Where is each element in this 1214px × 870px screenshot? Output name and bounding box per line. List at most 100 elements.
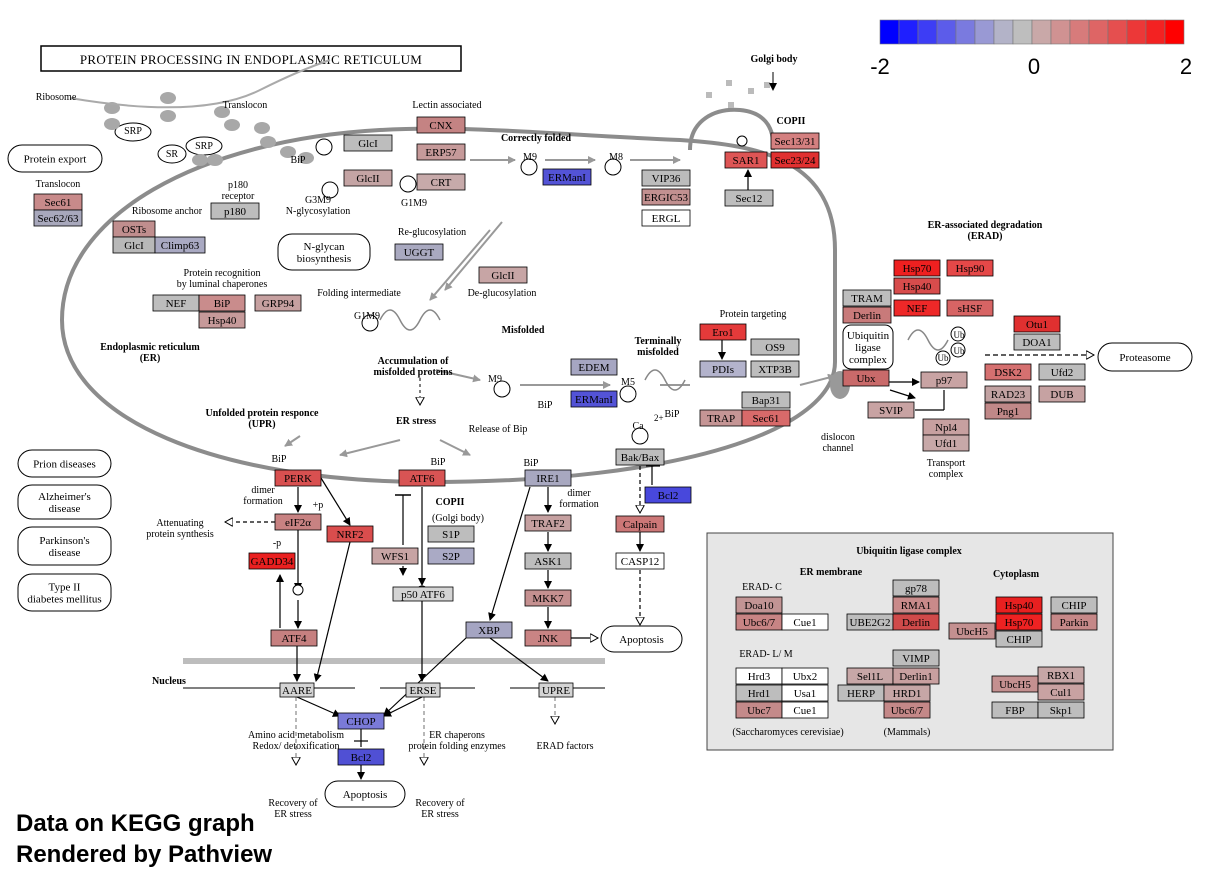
gene-doa10[interactable] (735, 596, 783, 614)
map-link-protein-export[interactable] (7, 144, 103, 173)
gene-chip[interactable] (995, 630, 1043, 648)
gene-ermani[interactable] (570, 390, 618, 408)
gene-sec13-31[interactable] (770, 132, 820, 150)
gene-glcii[interactable] (343, 169, 393, 187)
gene-hrd1[interactable] (883, 684, 931, 702)
gene-bak-bax[interactable] (615, 448, 665, 466)
gene-ire1[interactable] (524, 469, 572, 487)
gene-vip36[interactable] (641, 169, 691, 187)
gene-sar1[interactable] (724, 151, 768, 169)
gene-tram[interactable] (842, 289, 892, 307)
gene-svip[interactable] (867, 401, 915, 419)
gene-png1[interactable] (984, 402, 1032, 420)
gene-bcl2[interactable] (644, 486, 692, 504)
gene-ergl[interactable] (641, 209, 691, 227)
map-link-type-ii-diabetes-mellitus[interactable] (17, 573, 112, 612)
gene-gp78[interactable] (892, 579, 940, 597)
gene-derlin[interactable] (892, 613, 940, 631)
gene-skp1[interactable] (1037, 701, 1085, 719)
gene-nef[interactable] (893, 299, 941, 317)
map-link-prion-diseases[interactable] (17, 449, 112, 478)
gene-sec62-63[interactable] (33, 209, 83, 227)
gene-ubx[interactable] (842, 369, 890, 387)
gene-grp94[interactable] (254, 294, 302, 312)
gene-ufd1[interactable] (922, 434, 970, 452)
gene-ubx2[interactable] (781, 667, 829, 685)
gene-parkin[interactable] (1050, 613, 1098, 631)
gene-climp63[interactable] (154, 236, 206, 254)
gene-chop[interactable] (337, 712, 385, 730)
gene-bip[interactable] (198, 294, 246, 312)
gene-ero1[interactable] (699, 323, 747, 341)
gene-pdis[interactable] (699, 360, 747, 378)
gene-casp12[interactable] (615, 552, 665, 570)
gene-ufd2[interactable] (1038, 363, 1086, 381)
gene-hsp70[interactable] (893, 259, 941, 277)
gene-hsp40[interactable] (995, 596, 1043, 614)
gene-sec23-24[interactable] (770, 151, 820, 169)
gene-s1p[interactable] (427, 525, 475, 543)
map-link-ubiquitin-ligase-complex[interactable] (842, 324, 894, 370)
gene-derlin1[interactable] (892, 667, 940, 685)
gene-wfs1[interactable] (371, 547, 419, 565)
gene-p97[interactable] (920, 371, 968, 389)
gene-dub[interactable] (1038, 385, 1086, 403)
map-link-apoptosis[interactable] (324, 780, 406, 808)
gene-eif2[interactable] (274, 513, 322, 531)
gene-doa1[interactable] (1013, 333, 1061, 351)
gene-crt[interactable] (416, 173, 466, 191)
gene-sec12[interactable] (724, 189, 774, 207)
gene-hsp90[interactable] (946, 259, 994, 277)
gene-dsk2[interactable] (984, 363, 1032, 381)
gene-atf4[interactable] (270, 629, 318, 647)
gene-erp57[interactable] (416, 143, 466, 161)
gene-upre[interactable] (538, 682, 574, 698)
map-link-apoptosis[interactable] (600, 625, 683, 653)
gene-sec61[interactable] (741, 409, 791, 427)
gene-rad23[interactable] (984, 385, 1032, 403)
gene-cul1[interactable] (1037, 683, 1085, 701)
gene-os9[interactable] (750, 338, 800, 356)
gene-edem[interactable] (570, 358, 618, 376)
gene-glcii[interactable] (478, 266, 528, 284)
map-link-n-glycan-biosynthesis[interactable] (277, 233, 371, 271)
gene-hsp70[interactable] (995, 613, 1043, 631)
gene-p50-atf6[interactable] (392, 586, 454, 602)
gene-derlin[interactable] (842, 306, 892, 324)
gene-atf6[interactable] (398, 469, 446, 487)
gene-hsp40[interactable] (198, 311, 246, 329)
gene-mkk7[interactable] (524, 589, 572, 607)
gene-ubc6-7[interactable] (883, 701, 931, 719)
gene-ergic53[interactable] (641, 188, 691, 206)
gene-shsf[interactable] (946, 299, 994, 317)
gene-bcl2[interactable] (337, 748, 385, 766)
gene-otu1[interactable] (1013, 315, 1061, 333)
gene-ermani[interactable] (542, 168, 592, 186)
gene-usa1[interactable] (781, 684, 829, 702)
gene-ask1[interactable] (524, 552, 572, 570)
gene-cue1[interactable] (781, 613, 829, 631)
gene-cue1[interactable] (781, 701, 829, 719)
gene-vimp[interactable] (892, 649, 940, 667)
gene-bap31[interactable] (741, 391, 791, 409)
gene-gadd34[interactable] (248, 552, 296, 570)
gene-s2p[interactable] (427, 547, 475, 565)
gene-xtp3b[interactable] (750, 360, 800, 378)
gene-rma1[interactable] (892, 596, 940, 614)
gene-chip[interactable] (1050, 596, 1098, 614)
gene-uggt[interactable] (394, 243, 444, 261)
gene-perk[interactable] (274, 469, 322, 487)
gene-hsp40[interactable] (893, 277, 941, 295)
map-link-alzheimer-s-disease[interactable] (17, 484, 112, 520)
gene-erse[interactable] (405, 682, 441, 698)
gene-xbp[interactable] (465, 621, 513, 639)
map-link-proteasome[interactable] (1097, 342, 1193, 372)
gene-aare[interactable] (279, 682, 315, 698)
gene-glci[interactable] (343, 134, 393, 152)
gene-calpain[interactable] (615, 515, 665, 533)
gene-p180[interactable] (210, 202, 260, 220)
gene-rbx1[interactable] (1037, 666, 1085, 684)
gene-jnk[interactable] (524, 629, 572, 647)
gene-traf2[interactable] (524, 514, 572, 532)
gene-ubch5[interactable] (948, 622, 996, 640)
